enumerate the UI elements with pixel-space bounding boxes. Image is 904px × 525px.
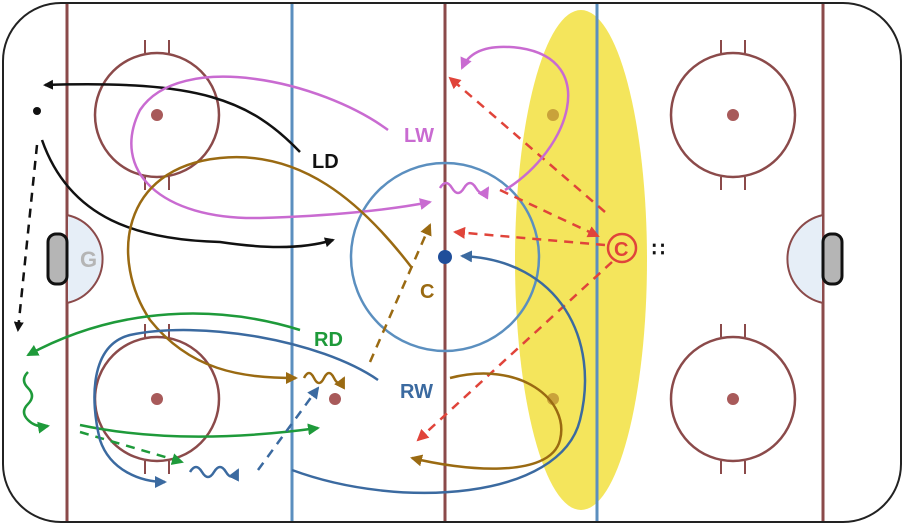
lw-route <box>130 45 570 220</box>
label-ld: LD <box>312 151 339 173</box>
pass-lines <box>416 76 613 442</box>
label-lw: LW <box>404 125 434 147</box>
c-loop-right <box>410 372 563 470</box>
rw-skate-loop <box>93 328 379 488</box>
rw-dashed <box>256 386 320 471</box>
c-dashed-to-center <box>368 223 432 363</box>
ld-dashed-pass <box>13 144 39 332</box>
lw-skate-loop <box>130 75 432 220</box>
pass-lw-to-coach <box>499 188 600 238</box>
puck-corner <box>33 107 41 115</box>
coach-icon: C <box>606 232 638 264</box>
rw-route <box>93 250 587 495</box>
net-left <box>46 232 69 286</box>
c-route <box>126 155 563 470</box>
pass-to-rw-area <box>416 261 613 442</box>
center-circle <box>349 161 541 353</box>
goalie-label: G <box>80 247 97 272</box>
highlight-zone <box>515 10 647 510</box>
ld-skate-to-center <box>40 139 335 249</box>
label-rw: RW <box>400 381 433 403</box>
rd-route <box>22 312 320 465</box>
rd-dashed <box>79 430 184 465</box>
ld-skate-to-corner <box>43 79 301 153</box>
label-rd: RD <box>314 329 343 351</box>
c-skate-loop <box>126 155 413 384</box>
faceoff-circle-right-top <box>669 40 797 190</box>
rd-skate-across <box>79 423 320 438</box>
net-right <box>821 232 844 286</box>
pass-to-lw-area <box>448 76 606 213</box>
faceoff-circle-right-bottom <box>669 324 797 474</box>
rw-skate-big-loop <box>291 250 587 495</box>
crease-left <box>66 213 104 305</box>
neutral-dot-right-top <box>547 109 559 121</box>
rd-stickhandle <box>22 371 50 434</box>
coach-symbol: C <box>614 239 628 261</box>
label-c: C <box>420 281 434 303</box>
lw-loop-to-coach <box>460 45 570 192</box>
lw-stickhandle <box>438 181 490 200</box>
rd-skate-to-boards <box>26 312 301 357</box>
c-stickhandle <box>302 371 346 390</box>
crease-right <box>786 213 824 305</box>
faceoff-circle-left-bottom <box>93 324 221 474</box>
puck-pile-icon: ∷ <box>652 239 665 261</box>
ld-route <box>13 79 335 332</box>
faceoff-circle-left-top <box>93 40 221 190</box>
neutral-dot-left-bottom <box>329 393 341 405</box>
center-dot <box>438 250 452 264</box>
rw-stickhandle <box>188 465 240 482</box>
